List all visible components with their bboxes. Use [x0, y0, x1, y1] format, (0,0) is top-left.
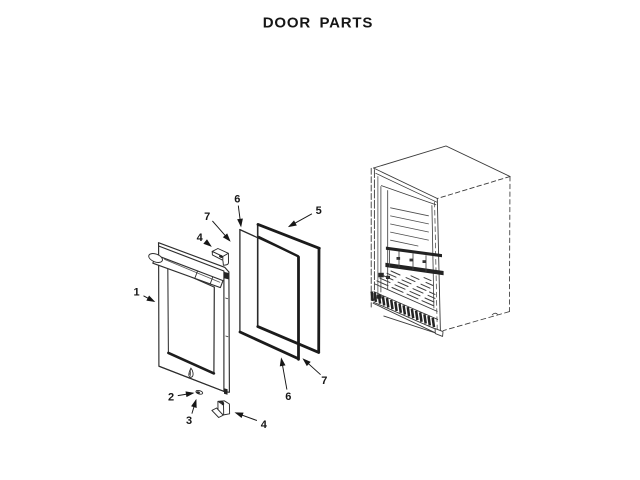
svg-text:7: 7 [204, 211, 210, 223]
svg-text:4: 4 [261, 419, 268, 431]
svg-text:DOOR PARTS: DOOR PARTS [263, 14, 373, 31]
svg-text:5: 5 [316, 205, 322, 217]
svg-text:6: 6 [285, 391, 291, 403]
svg-text:2: 2 [168, 391, 174, 403]
svg-text:7: 7 [321, 375, 327, 387]
svg-text:3: 3 [186, 415, 192, 427]
svg-text:1: 1 [133, 286, 139, 298]
svg-text:4: 4 [197, 232, 204, 244]
svg-text:6: 6 [234, 194, 240, 206]
